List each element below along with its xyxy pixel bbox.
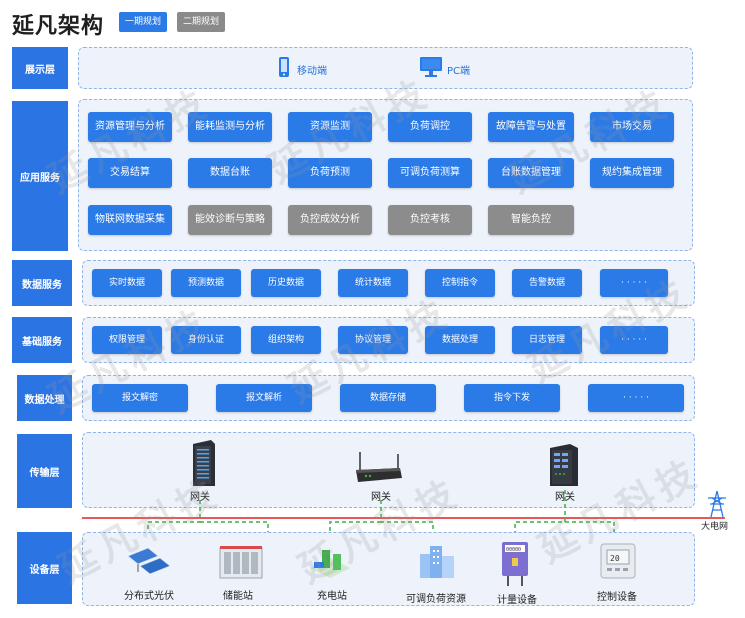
gateway-label-1: 网关 [190,492,210,503]
ds-btn-control-cmd[interactable]: 控制指令 [425,269,495,297]
layer-label-base-service: 基础服务 [12,317,72,363]
dp-btn-storage[interactable]: 数据存储 [340,384,436,412]
svg-text:00000: 00000 [506,547,521,553]
app-btn-efficiency-diag[interactable]: 能效诊断与策略 [188,205,272,235]
legend-phase1: 一期规划 [119,12,167,32]
building-load-icon [414,542,460,580]
app-btn-smart-control[interactable]: 智能负控 [488,205,574,235]
layer-label-data-service: 数据服务 [12,260,72,306]
app-btn-control-assess[interactable]: 负控考核 [388,205,472,235]
dp-btn-decrypt[interactable]: 报文解密 [92,384,188,412]
device-label-controller: 控制设备 [597,592,637,603]
layer-label-data-processing: 数据处理 [17,375,72,421]
dp-btn-more[interactable]: · · · · · [588,384,684,412]
mobile-label: 移动端 [297,66,327,77]
app-btn-protocol-mgmt[interactable]: 规约集成管理 [590,158,674,188]
dp-btn-parse[interactable]: 报文解析 [216,384,312,412]
solar-panel-icon [124,542,174,576]
grid-label: 大电网 [701,522,729,532]
app-btn-resource-mgmt[interactable]: 资源管理与分析 [88,112,172,142]
gateway-label-2: 网关 [371,492,391,503]
layer-label-presentation: 展示层 [12,47,68,89]
app-btn-iot-collect[interactable]: 物联网数据采集 [88,205,172,235]
device-label-load: 可调负荷资源 [406,594,466,605]
app-btn-resource-monitor[interactable]: 资源监测 [288,112,372,142]
layer-label-transport: 传输层 [17,434,72,508]
app-btn-trade-settle[interactable]: 交易结算 [88,158,172,188]
cabinet-gateway-icon [548,444,580,486]
app-btn-market-trade[interactable]: 市场交易 [590,112,674,142]
power-tower-icon [706,490,728,518]
ds-btn-history[interactable]: 历史数据 [251,269,321,297]
svg-text:20: 20 [610,554,620,563]
ds-btn-forecast[interactable]: 预测数据 [171,269,241,297]
device-label-meter: 计量设备 [497,595,537,606]
dp-btn-dispatch[interactable]: 指令下发 [464,384,560,412]
controller-icon: 20 [599,542,637,580]
gateway-links [147,490,615,532]
device-label-storage: 储能站 [223,591,253,602]
ds-btn-alarm[interactable]: 告警数据 [512,269,582,297]
ds-btn-statistics[interactable]: 统计数据 [338,269,408,297]
gateway-label-3: 网关 [555,492,575,503]
ds-btn-realtime[interactable]: 实时数据 [92,269,162,297]
bs-btn-auth[interactable]: 身份认证 [171,326,241,354]
bs-btn-org[interactable]: 组织架构 [251,326,321,354]
energy-storage-icon [218,544,264,580]
mobile-phone-icon [278,56,290,78]
pc-label: PC端 [447,66,471,77]
bs-btn-protocol[interactable]: 协议管理 [338,326,408,354]
app-btn-control-effect[interactable]: 负控成效分析 [288,205,372,235]
server-rack-icon [191,440,217,486]
bs-btn-more[interactable]: · · · · · [600,326,668,354]
app-btn-ledger-data-mgmt[interactable]: 台账数据管理 [488,158,574,188]
bs-btn-permission[interactable]: 权限管理 [92,326,162,354]
page-title: 延凡架构 [12,14,105,39]
device-panel [82,532,695,606]
ds-btn-more[interactable]: · · · · · [600,269,668,297]
app-btn-adjustable-load[interactable]: 可调负荷测算 [388,158,472,188]
presentation-panel [78,47,693,89]
device-label-charging: 充电站 [317,591,347,602]
charging-station-icon [306,544,352,580]
app-btn-load-control[interactable]: 负荷调控 [388,112,472,142]
desktop-monitor-icon [419,56,443,78]
app-btn-energy-monitor[interactable]: 能耗监测与分析 [188,112,272,142]
legend-phase2: 二期规划 [177,12,225,32]
router-gateway-icon [354,450,404,484]
bs-btn-log[interactable]: 日志管理 [512,326,582,354]
app-btn-load-forecast[interactable]: 负荷预测 [288,158,372,188]
layer-label-device: 设备层 [17,532,72,604]
bs-btn-data-proc[interactable]: 数据处理 [425,326,495,354]
device-label-pv: 分布式光伏 [124,591,174,602]
layer-label-application: 应用服务 [12,101,68,251]
app-btn-fault-alarm[interactable]: 故障告警与处置 [488,112,574,142]
app-btn-data-ledger[interactable]: 数据台账 [188,158,272,188]
meter-icon: 00000 [500,540,530,588]
